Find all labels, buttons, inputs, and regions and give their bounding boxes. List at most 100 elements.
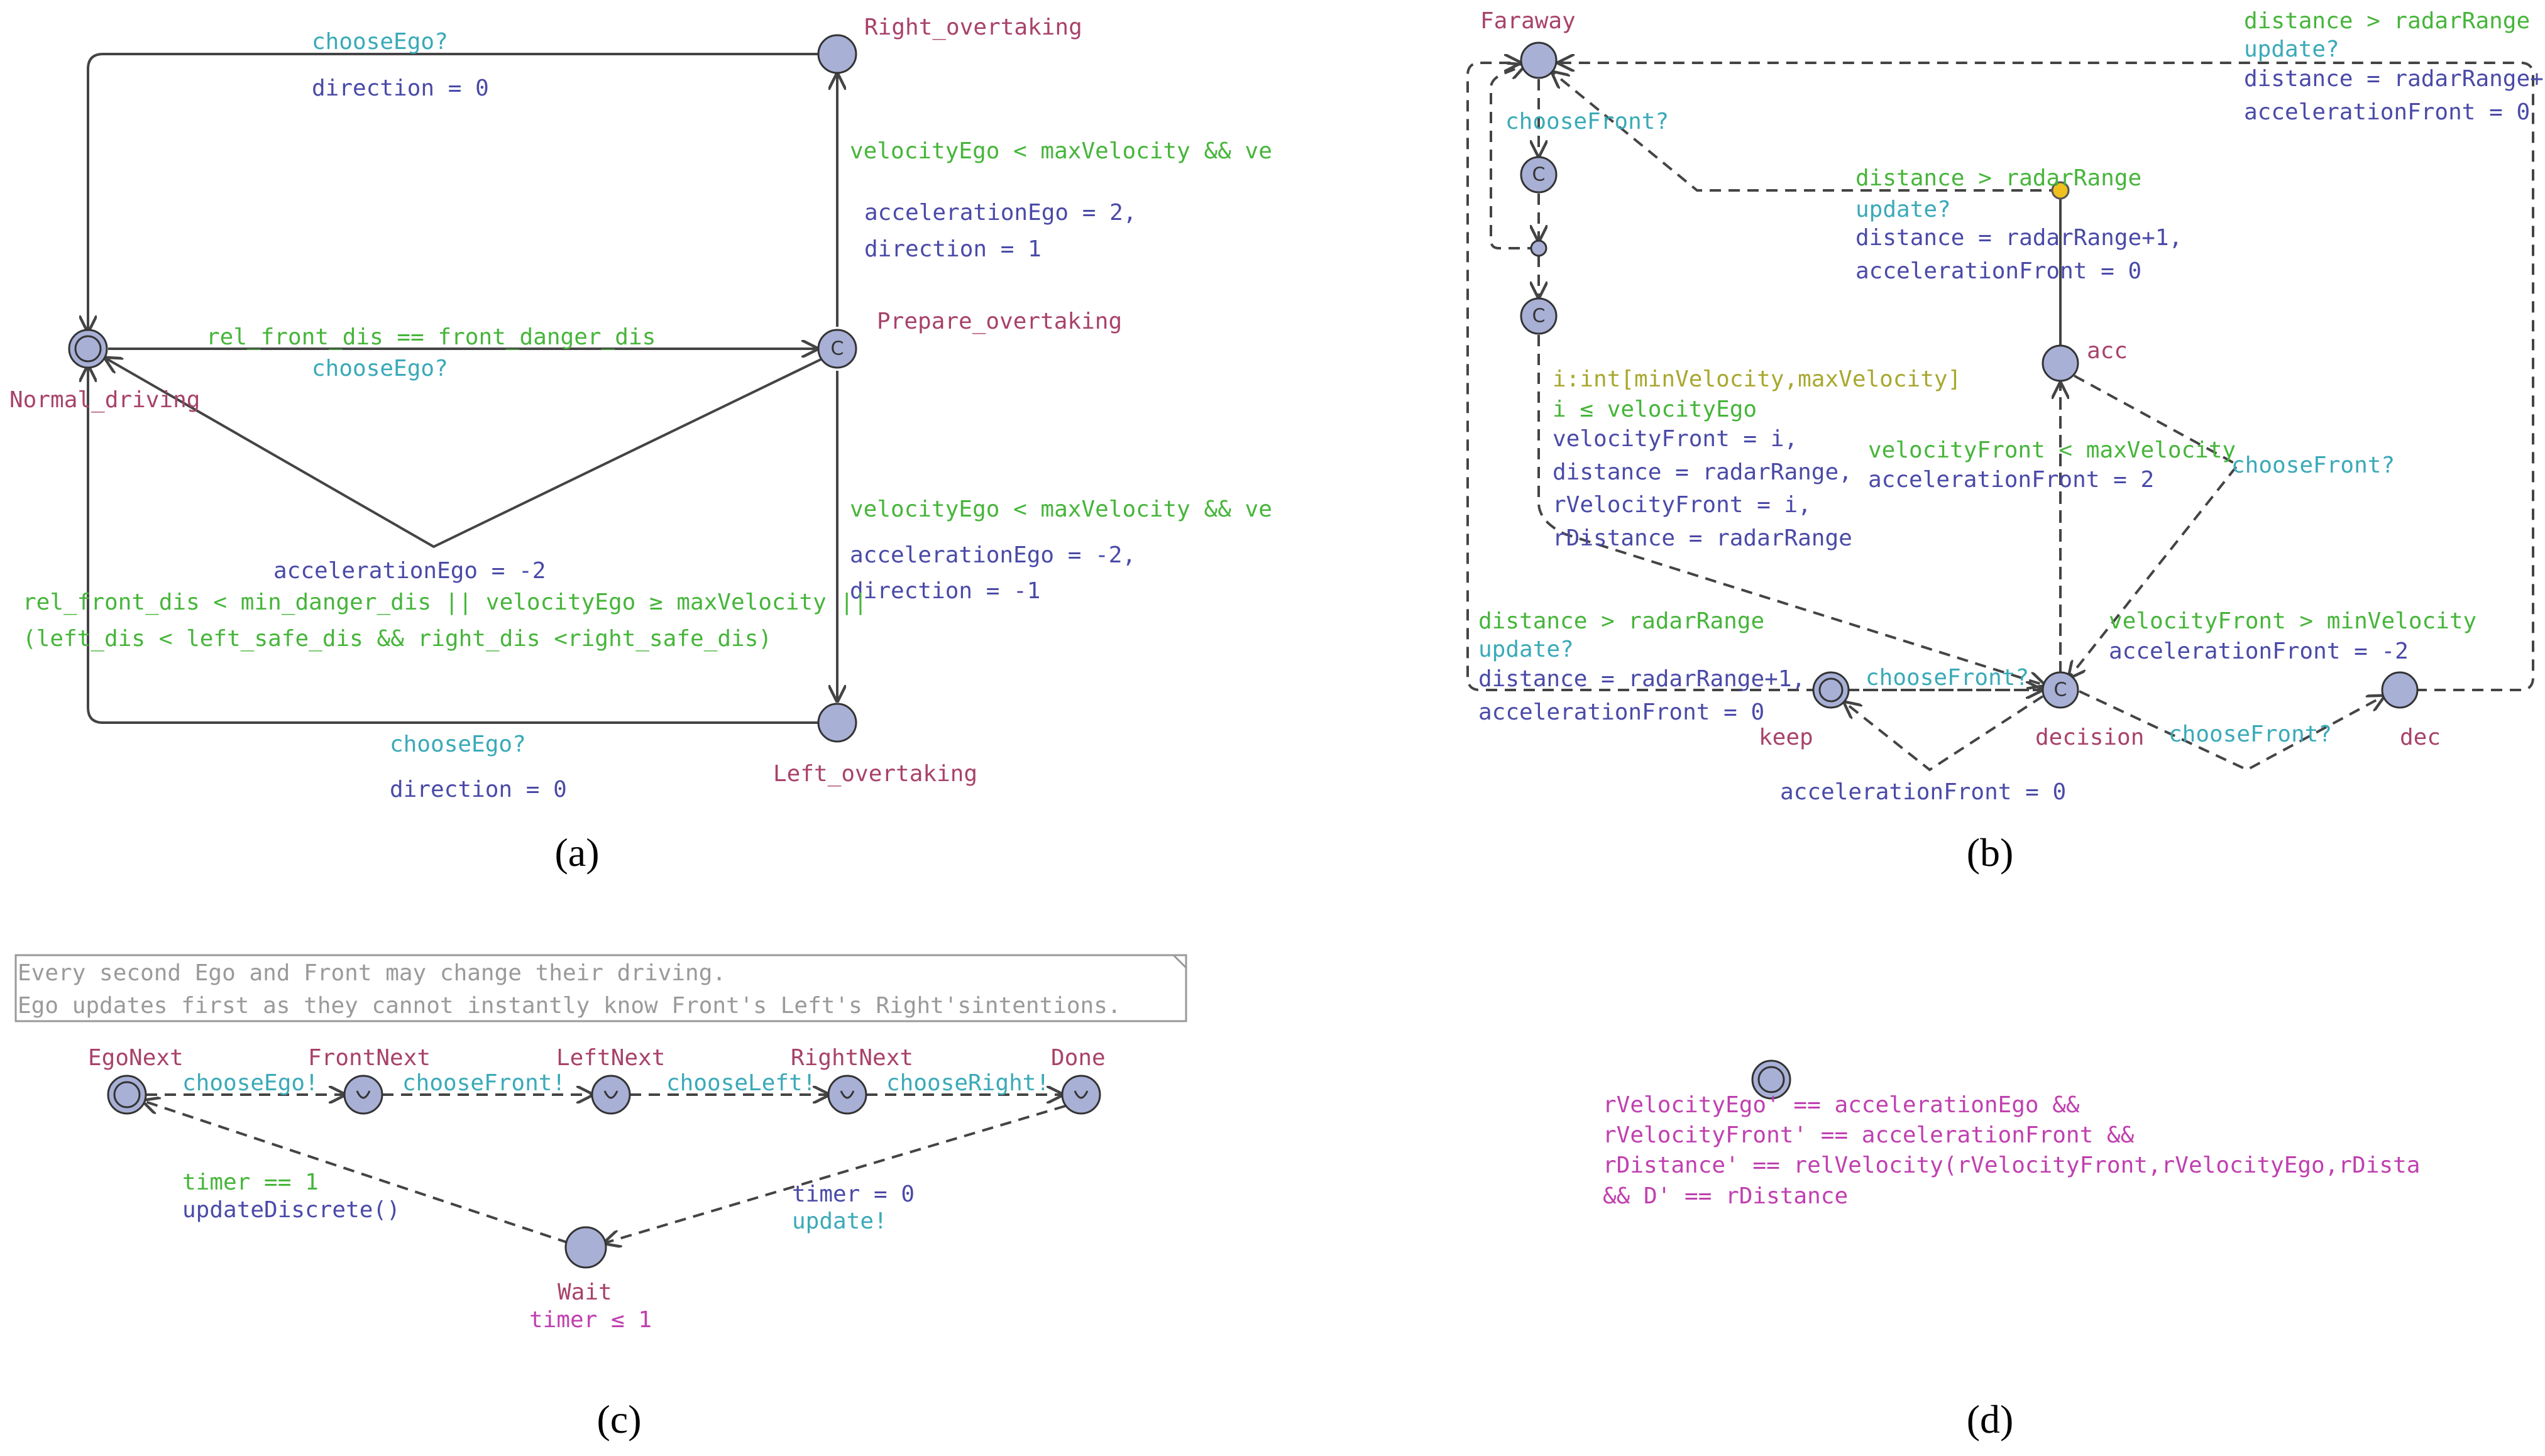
label-right-next: RightNext: [791, 1045, 913, 1071]
right-lower-update2: direction = -1: [850, 578, 1040, 604]
init-update3: rVelocityFront = i,: [1553, 492, 1811, 518]
left-sync: update?: [1478, 637, 1574, 662]
branch-point: [1530, 239, 1547, 257]
location-right-next: [827, 1075, 867, 1115]
middle-sync: chooseEgo?: [312, 356, 448, 381]
comment-line2: Ego updates first as they cannot instant…: [18, 993, 1121, 1019]
location-right-overtaking: [817, 34, 857, 74]
comment-box: [14, 954, 1187, 1022]
committed-node-2: [1520, 297, 1558, 335]
right-lower-update1: accelerationEgo = -2,: [850, 542, 1136, 568]
label-normal-driving: Normal_driving: [9, 387, 200, 413]
tr-sync: update?: [2244, 36, 2339, 62]
keep-update: accelerationFront = 0: [1780, 779, 2066, 805]
location-left-next: [591, 1075, 631, 1115]
edge-right-to-normal-top: [88, 53, 820, 331]
left-update1: distance = radarRange+1,: [1478, 666, 1805, 692]
comment-fold: [1172, 954, 1187, 969]
invariant-line4: && D' == rDistance: [1603, 1183, 1848, 1209]
init-update2: distance = radarRange,: [1553, 459, 1852, 485]
caption-d: (d): [1967, 1397, 2014, 1442]
dec-update: accelerationFront = -2: [2109, 638, 2409, 664]
location-acc: [2042, 344, 2079, 382]
top-update: direction = 0: [312, 75, 489, 101]
right-upper-guard: velocityEgo < maxVelocity && ve: [850, 138, 1272, 164]
left-update2: accelerationFront = 0: [1478, 699, 1764, 725]
invariant-line2: rVelocityFront' == accelerationFront &&: [1603, 1122, 2135, 1148]
init-guard: i ≤ velocityEgo: [1553, 397, 1757, 422]
urgent-node: [2051, 181, 2070, 200]
left-guard: distance > radarRange: [1478, 608, 1764, 634]
edge-decision-to-dec: [2079, 690, 2383, 772]
urgent-mark: [1074, 1090, 1089, 1099]
initial-marker-inner: [113, 1081, 141, 1108]
middle-guard: rel_front_dis == front_danger_dis: [206, 324, 656, 350]
location-left-overtaking: [817, 703, 857, 743]
bottom-update: direction = 0: [390, 777, 567, 802]
done-sync: update!: [792, 1208, 888, 1234]
location-faraway: [1520, 41, 1558, 79]
back-update: accelerationEgo = -2: [273, 558, 546, 584]
label-keep: keep: [1759, 725, 1813, 750]
select: i:int[minVelocity,maxVelocity]: [1553, 366, 1961, 392]
label-right-overtaking: Right_overtaking: [864, 14, 1082, 40]
comment-line1: Every second Ego and Front may change th…: [18, 960, 726, 986]
location-dec: [2381, 671, 2419, 709]
location-done: [1061, 1075, 1101, 1115]
edge-acc-to-decision: [2069, 375, 2240, 677]
sync-choose-ego: chooseEgo!: [182, 1070, 319, 1096]
acc-sync: chooseFront?: [2231, 452, 2395, 478]
edge-decision-to-keep: [1845, 695, 2044, 772]
right-upper-update1: accelerationEgo = 2,: [864, 200, 1136, 226]
label-wait: Wait: [558, 1279, 612, 1305]
location-keep-initial: [1812, 671, 1850, 709]
tr-guard: distance > radarRange: [2244, 8, 2530, 34]
back-guard: timer == 1: [182, 1169, 319, 1195]
panel-a: C Right_overtaking Prepare_overtaking No…: [9, 14, 1272, 875]
initial-marker-inner: [1757, 1066, 1785, 1093]
label-left-overtaking: Left_overtaking: [773, 761, 977, 787]
label-decision: decision: [2035, 725, 2144, 750]
mid-update1: distance = radarRange+1,: [1855, 225, 2182, 251]
initial-marker-inner: [74, 335, 102, 363]
edge-inner-loop: [1490, 65, 1539, 249]
edge-left-to-normal-bottom: [88, 366, 819, 724]
location-wait: [564, 1226, 607, 1269]
label-dec: dec: [2400, 725, 2441, 750]
urgent-mark: [840, 1090, 855, 1099]
edge-dec-to-faraway: [1559, 63, 2534, 691]
invariant-line1: rVelocityEgo' == accelerationEgo &&: [1603, 1092, 2080, 1118]
edge-prepare-to-normal-back: [106, 358, 824, 549]
back-update: updateDiscrete(): [182, 1197, 400, 1223]
mid-update2: accelerationFront = 0: [1855, 258, 2141, 284]
mid-sync: update?: [1855, 197, 1951, 222]
edge-decision-to-faraway-left: [1466, 63, 2044, 691]
choose-front-top: chooseFront?: [1505, 109, 1669, 134]
invariant-line3: rDistance' == relVelocity(rVelocityFront…: [1603, 1152, 2420, 1178]
done-update: timer = 0: [792, 1181, 915, 1207]
panel-d: rVelocityEgo' == accelerationEgo && rVel…: [1603, 1059, 2420, 1442]
sync-choose-left: chooseLeft!: [666, 1070, 816, 1096]
acc-guard: velocityFront < maxVelocity: [1868, 437, 2236, 463]
label-left-next: LeftNext: [556, 1045, 665, 1071]
committed-mark: C: [2054, 679, 2067, 701]
panel-c: Every second Ego and Front may change th…: [14, 954, 1187, 1442]
location-front-next: [343, 1075, 383, 1115]
caption-c: (c): [596, 1397, 641, 1442]
right-lower-guard: velocityEgo < maxVelocity && ve: [850, 496, 1272, 522]
bottom-sync: chooseEgo?: [390, 731, 526, 757]
init-update1: velocityFront = i,: [1553, 426, 1798, 452]
acc-update: accelerationFront = 2: [1868, 467, 2154, 493]
committed-mark: C: [831, 338, 844, 360]
committed-node-1: [1520, 156, 1558, 194]
edge-c2-to-decision: [1537, 335, 2044, 685]
sync-choose-right: chooseRight!: [886, 1070, 1050, 1096]
urgent-mark: [603, 1090, 618, 1099]
back-guard-line2: (left_dis < left_safe_dis && right_dis <…: [23, 626, 772, 652]
location-decision: [2042, 671, 2079, 709]
edge-done-to-wait: [605, 1105, 1066, 1243]
label-acc: acc: [2087, 338, 2128, 364]
right-upper-update2: direction = 1: [864, 236, 1042, 262]
edge-urgent-to-faraway: [1553, 72, 2060, 192]
label-prepare-overtaking: Prepare_overtaking: [877, 309, 1122, 334]
